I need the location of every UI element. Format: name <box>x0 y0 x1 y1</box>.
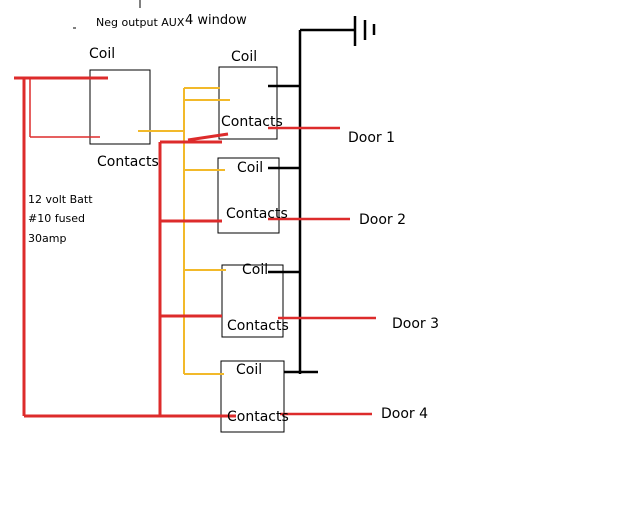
aux-power-loop <box>29 78 100 138</box>
battery-label-line3: 30amp <box>28 232 66 245</box>
relay-4-box <box>220 360 285 433</box>
relay-3-contacts-label: Contacts <box>227 318 289 334</box>
relay-3-coil-label: Coil <box>242 262 268 278</box>
door-output-wires <box>268 126 376 416</box>
ground-bus <box>268 16 376 374</box>
relay-2-box <box>217 157 280 234</box>
aux-contacts-label: Contacts <box>97 154 159 170</box>
relay-2-coil-label: Coil <box>237 160 263 176</box>
relay-1-contacts-label: Contacts <box>221 114 283 130</box>
door-3-label: Door 3 <box>392 316 439 332</box>
relay-1-coil-label: Coil <box>231 49 257 65</box>
signal-wiring <box>138 87 230 375</box>
relay-2-contacts-label: Contacts <box>226 206 288 222</box>
relay-3-box <box>221 264 284 338</box>
aux-coil-label: Coil <box>89 46 115 62</box>
relay-4-contacts-label: Contacts <box>227 409 289 425</box>
neg-output-label: Neg output AUX <box>96 16 185 29</box>
battery-label-line1: 12 volt Batt <box>28 193 93 206</box>
relay-1-box <box>218 66 278 140</box>
window-label: 4 window <box>185 13 247 28</box>
door-2-label: Door 2 <box>359 212 406 228</box>
door-4-label: Door 4 <box>381 406 428 422</box>
relay-4-coil-label: Coil <box>236 362 262 378</box>
aux-relay-box <box>89 69 151 145</box>
door-1-label: Door 1 <box>348 130 395 146</box>
battery-label-line2: #10 fused <box>28 212 85 225</box>
power-wiring <box>14 76 236 418</box>
